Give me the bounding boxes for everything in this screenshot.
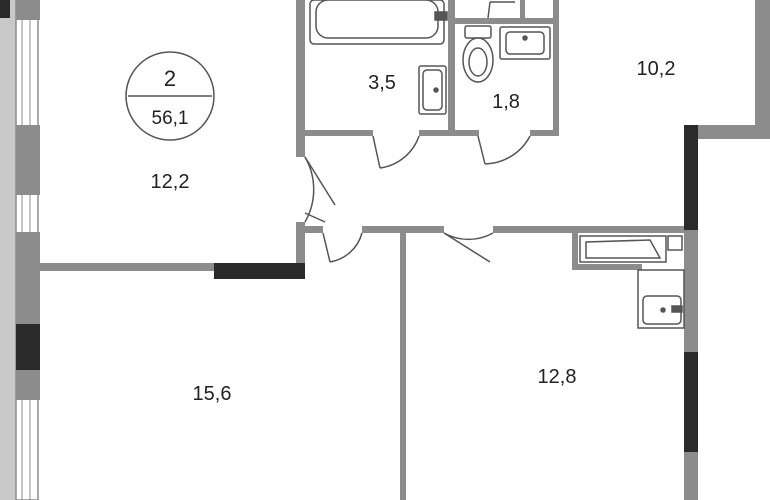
washbasin-icon <box>418 65 447 115</box>
sink-icon <box>499 26 551 60</box>
room-count: 2 <box>164 66 176 91</box>
total-area: 56,1 <box>152 108 189 129</box>
apartment-badge: 2 56,1 <box>125 51 215 141</box>
room-area-labels: 12,2 3,5 1,8 10,2 15,6 12,8 <box>151 58 676 405</box>
bathtub-icon <box>309 0 448 45</box>
room-area-living-room-top: 12,2 <box>151 171 190 193</box>
left-facade <box>0 0 40 500</box>
utility-sink-icon <box>637 269 685 329</box>
room-area-bathroom: 3,5 <box>368 72 396 94</box>
room-area-kitchen: 10,2 <box>637 58 676 80</box>
toilet-icon <box>462 25 494 83</box>
room-area-living-room-bottom: 15,6 <box>193 383 232 405</box>
room-area-toilet: 1,8 <box>492 91 520 113</box>
washing-machine-icon <box>579 235 683 263</box>
doors <box>304 135 531 263</box>
room-area-bedroom: 12,8 <box>538 366 577 388</box>
cabinet-icon <box>487 1 515 19</box>
load-bearing-walls <box>214 125 698 452</box>
